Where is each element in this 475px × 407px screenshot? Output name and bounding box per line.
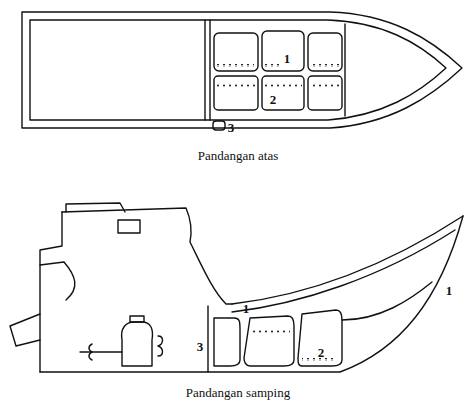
callout-number: 1 [446,284,453,297]
callout-number: 2 [270,93,277,106]
callout-number: 3 [228,121,235,134]
view-caption: Pandangan atas [198,149,279,162]
view-caption: Pandangan samping [186,386,290,399]
callout-number: 1 [243,302,250,315]
callout-number: 2 [318,346,325,359]
callout-number: 1 [284,52,291,65]
callout-number: 3 [197,340,204,353]
